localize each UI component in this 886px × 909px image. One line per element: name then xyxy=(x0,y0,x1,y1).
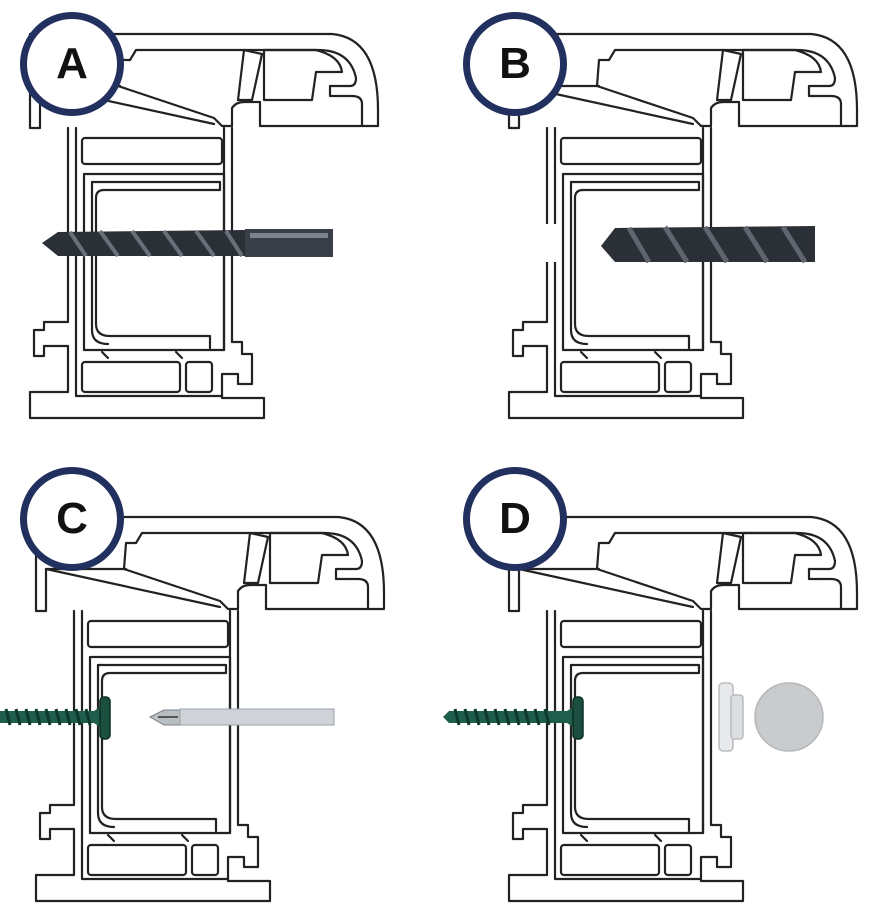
step-badge: A xyxy=(20,12,124,116)
panel-a: A xyxy=(0,0,443,454)
cover-cap-side xyxy=(718,682,744,752)
window-profile-diagram xyxy=(0,515,386,903)
step-label: C xyxy=(56,494,88,543)
step-label: B xyxy=(499,39,531,88)
window-profile-diagram xyxy=(28,32,380,420)
screw xyxy=(443,696,584,740)
screwdriver xyxy=(148,708,335,726)
panel-b: B xyxy=(443,0,886,454)
step-badge: D xyxy=(463,467,567,571)
step-badge: B xyxy=(463,12,567,116)
drill-bit xyxy=(42,229,333,258)
counterbore-drill-bit xyxy=(601,225,815,264)
step-badge: C xyxy=(20,467,124,571)
cover-cap-front xyxy=(754,682,824,752)
window-profile-diagram xyxy=(443,515,859,903)
panel-d: D xyxy=(443,455,886,909)
step-label: D xyxy=(499,494,531,543)
step-label: A xyxy=(56,39,88,88)
window-profile-diagram xyxy=(507,32,859,420)
screw xyxy=(0,696,111,740)
panel-c: C xyxy=(0,455,443,909)
